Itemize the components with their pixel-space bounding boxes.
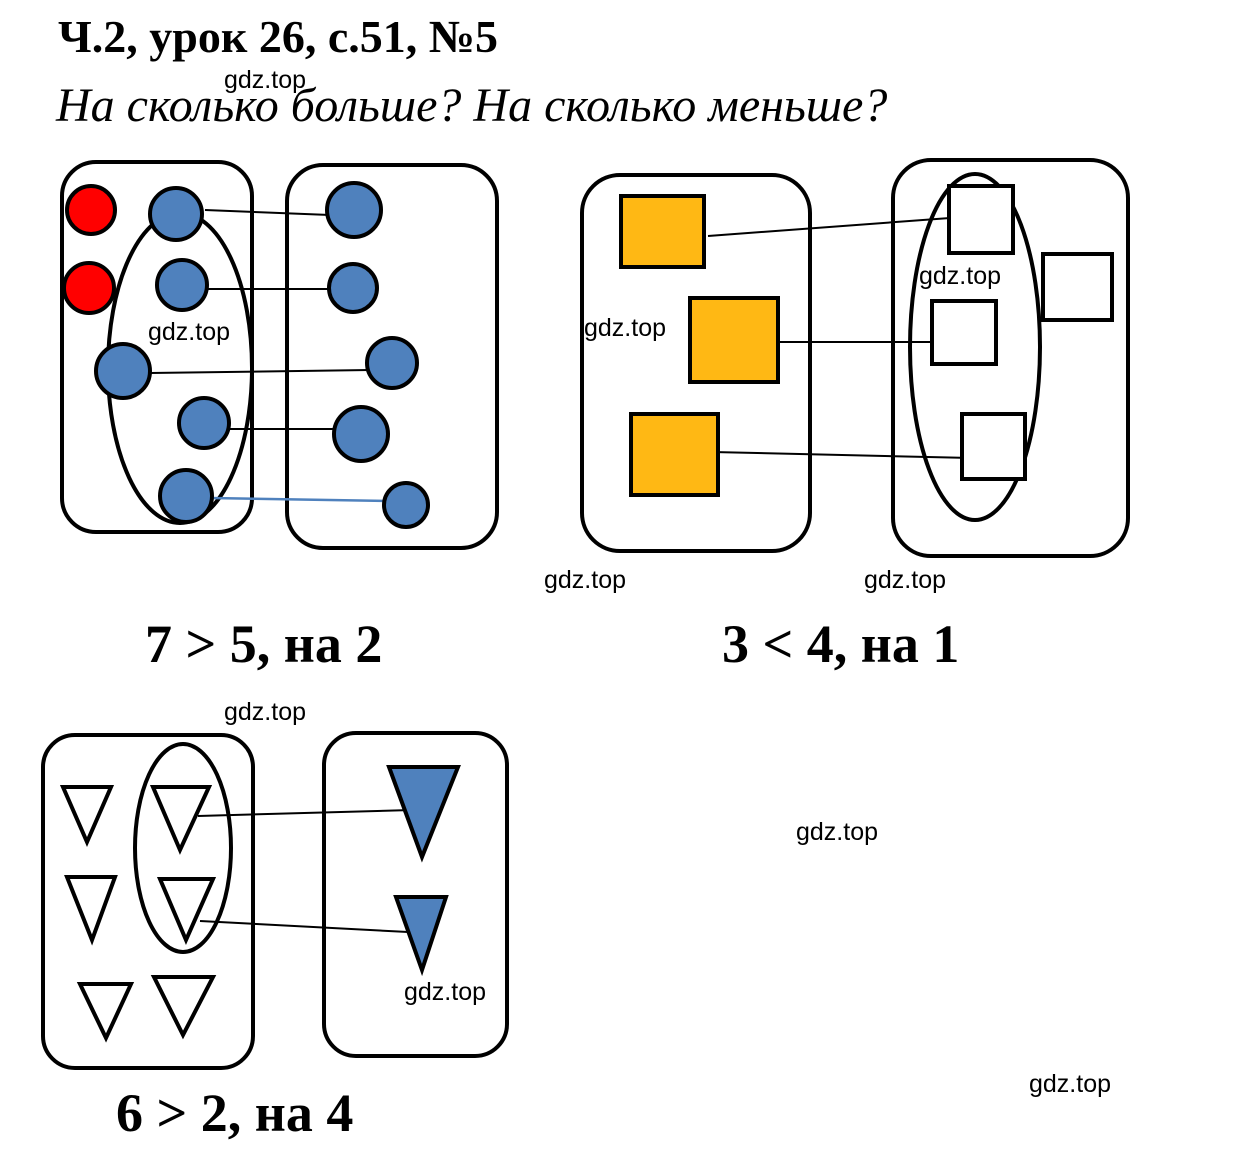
- watermark-text: gdz.top: [544, 566, 627, 594]
- blue-circle: [155, 258, 209, 312]
- link-line: [711, 451, 973, 459]
- squares-left-box: [580, 173, 812, 553]
- squares-grouping-ellipse: [908, 172, 1042, 522]
- blue-circle: [382, 481, 430, 529]
- blue-circle: [365, 336, 419, 390]
- triangles-answer: 6 > 2, на 4: [116, 1083, 354, 1143]
- red-circle: [65, 184, 117, 236]
- red-circle: [62, 261, 116, 315]
- link-line: [197, 809, 413, 817]
- squares-right-box: [891, 158, 1130, 558]
- task-question: На сколько больше? На сколько меньше?: [56, 79, 888, 132]
- watermark-text: gdz.top: [1029, 1070, 1112, 1098]
- link-line: [204, 209, 331, 216]
- orange-square: [619, 194, 706, 269]
- squares-answer: 3 < 4, на 1: [722, 614, 960, 674]
- white-triangle: [156, 877, 217, 946]
- white-square: [1041, 252, 1114, 322]
- white-triangle: [150, 975, 217, 1040]
- blue-circle: [325, 181, 383, 239]
- white-square: [960, 412, 1027, 481]
- circles-right-box: [285, 163, 499, 550]
- white-triangle: [59, 785, 115, 848]
- blue-triangle: [386, 765, 461, 863]
- triangles-grouping-ellipse: [133, 742, 233, 954]
- circles-answer: 7 > 5, на 2: [145, 614, 383, 674]
- blue-circle: [158, 468, 214, 524]
- blue-circle: [332, 405, 390, 463]
- orange-square: [629, 412, 720, 497]
- blue-circle: [148, 186, 204, 242]
- blue-triangle: [393, 895, 449, 977]
- white-square: [947, 184, 1015, 255]
- white-triangle: [149, 785, 213, 855]
- blue-circle: [94, 342, 152, 400]
- white-triangle: [64, 875, 118, 946]
- watermark-text: gdz.top: [919, 262, 1002, 290]
- watermark-text: gdz.top: [584, 314, 667, 342]
- watermark-text: gdz.top: [864, 566, 947, 594]
- blue-circle: [327, 262, 379, 314]
- watermark-text: gdz.top: [796, 818, 879, 846]
- watermark-text: gdz.top: [224, 698, 307, 726]
- link-line: [199, 920, 409, 933]
- white-square: [930, 299, 998, 366]
- blue-circle: [177, 396, 231, 450]
- orange-square: [688, 296, 780, 384]
- watermark-text: gdz.top: [224, 66, 307, 94]
- link-line: [707, 217, 951, 237]
- watermark-text: gdz.top: [404, 978, 487, 1006]
- link-line: [209, 496, 387, 503]
- triangles-left-box: [41, 733, 255, 1070]
- watermark-text: gdz.top: [148, 318, 231, 346]
- white-triangle: [76, 982, 135, 1043]
- page-title: Ч.2, урок 26, с.51, №5: [58, 11, 498, 62]
- triangles-right-box: [322, 731, 509, 1058]
- link-line: [149, 369, 371, 374]
